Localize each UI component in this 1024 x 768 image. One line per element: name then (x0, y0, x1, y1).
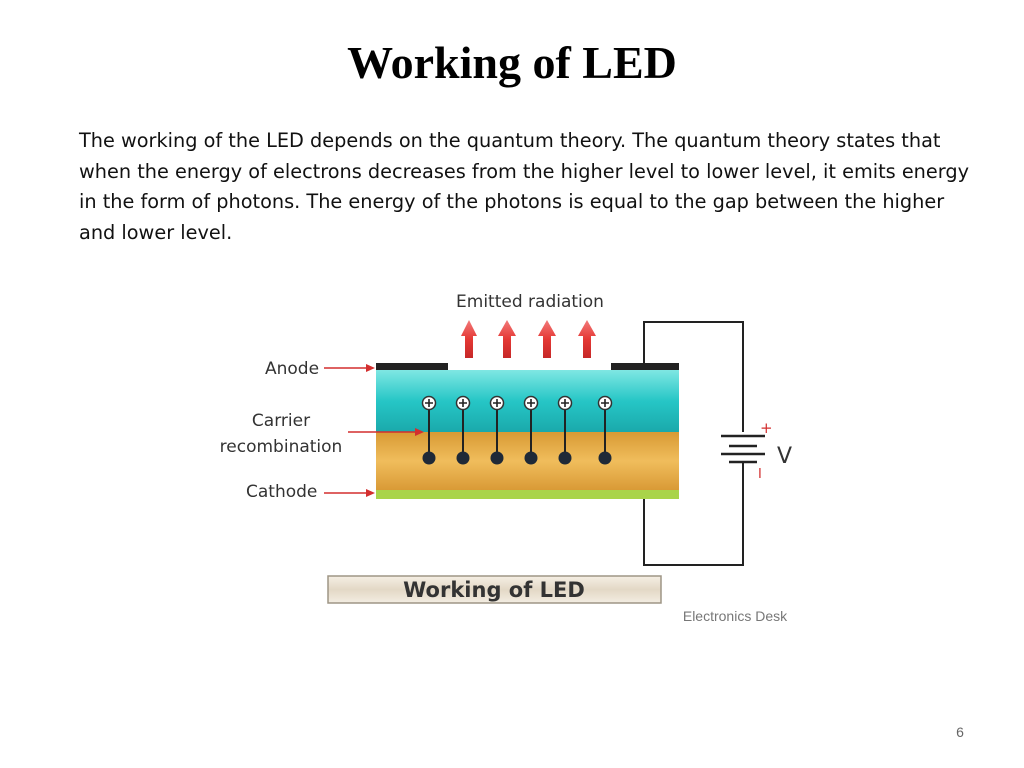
hole-icon (523, 395, 539, 411)
hole-icon (421, 395, 437, 411)
anode-label: Anode (265, 359, 319, 379)
hole-icon (489, 395, 505, 411)
anode-electrode-right (611, 363, 679, 370)
electron-icon (490, 451, 504, 465)
caption-text: Working of LED (403, 578, 585, 602)
battery-icon (721, 434, 765, 464)
electron-icon (456, 451, 470, 465)
anode-electrode-left (376, 363, 448, 370)
page-number: 6 (956, 724, 964, 740)
hole-icon (455, 395, 471, 411)
electron-icon (524, 451, 538, 465)
electron-icon (422, 451, 436, 465)
radiation-arrows (461, 320, 596, 358)
slide-paragraph: The working of the LED depends on the qu… (79, 129, 970, 244)
voltage-label: V (777, 444, 792, 469)
hole-icon (557, 395, 573, 411)
carrier-label-line2: recombination (220, 437, 343, 457)
cathode-strip (376, 490, 679, 499)
radiation-arrow (578, 320, 596, 358)
radiation-arrow (538, 320, 556, 358)
radiation-arrow (461, 320, 477, 358)
emitted-radiation-label: Emitted radiation (456, 292, 604, 312)
hole-icon (597, 395, 613, 411)
circuit-wires (643, 321, 744, 566)
electrons (422, 451, 612, 465)
credit-text: Electronics Desk (683, 608, 788, 624)
radiation-arrow (498, 320, 516, 358)
cathode-label: Cathode (246, 482, 317, 502)
negative-sign: I (758, 467, 762, 482)
carrier-label-line1: Carrier (252, 411, 310, 431)
carriers (428, 403, 606, 457)
electron-icon (558, 451, 572, 465)
holes (421, 395, 613, 411)
pointer-arrows (324, 364, 424, 497)
positive-sign: + (760, 419, 773, 437)
electron-icon (598, 451, 612, 465)
caption-box (327, 575, 662, 604)
slide-title: Working of LED (347, 37, 677, 88)
